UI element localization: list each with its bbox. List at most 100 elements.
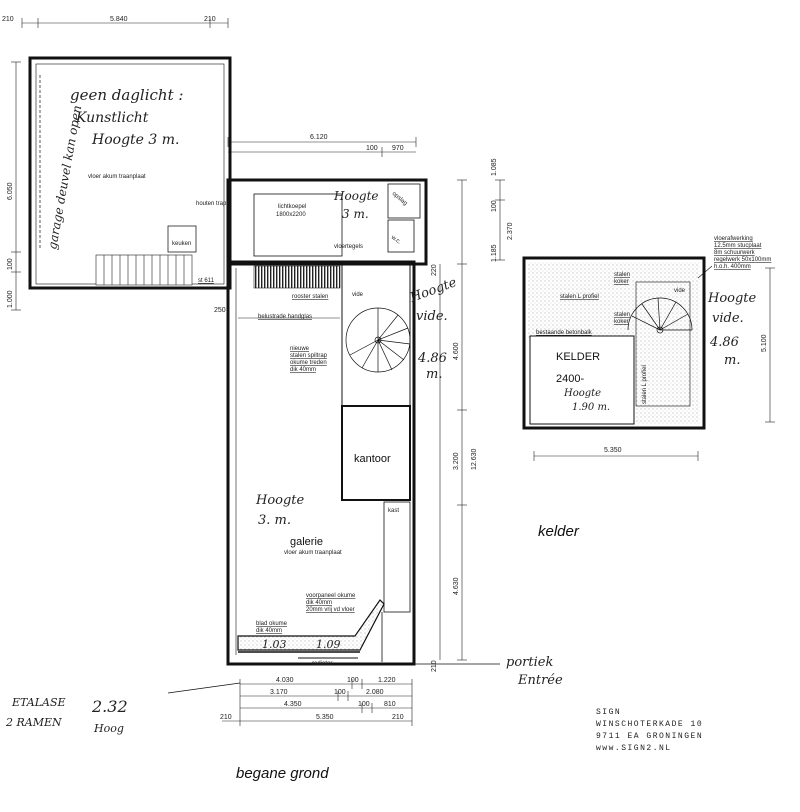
hand-vitrine-1: 1.03 (262, 638, 287, 651)
main-shop-walls (226, 260, 416, 666)
dim-r-4600: 4.600 (453, 342, 460, 360)
label-vloertegels: vloertegels (334, 244, 363, 250)
label-garage-floor: vloer akum traanplaat (88, 174, 146, 180)
label-stalen-l-profiel: stalen L profiel (560, 294, 599, 300)
dim-top-right: 210 (204, 16, 216, 23)
cellar-stair-box (635, 281, 691, 407)
label-voorpaneel-3: 20mm vrij vd vloer (306, 607, 355, 613)
dimension-6120 (227, 137, 417, 157)
label-blad-okume-2: dik 40mm (256, 628, 282, 634)
dim-top-left: 210 (2, 16, 14, 23)
dim-b3-4350: 4.350 (284, 701, 302, 708)
label-okume-treden: okume treden (290, 360, 327, 366)
kantoor-room (341, 405, 411, 501)
label-st611: st 611 (198, 278, 215, 284)
hand-cellar-vide-4: m. (724, 353, 740, 368)
dim-b2-2080: 2.080 (366, 689, 384, 696)
dim-r-4630: 4.630 (453, 577, 460, 595)
hand-portiek-1: portiek (506, 655, 553, 670)
dimension-bottom (222, 679, 413, 726)
dim-b1-4030: 4.030 (276, 677, 294, 684)
label-vloerafwerking-2: 12.5mm stucplaat (714, 243, 762, 249)
dim-cellar-5100: 5.100 (761, 334, 768, 352)
cellar-leader (697, 265, 713, 279)
label-radiator: radiator (312, 661, 332, 667)
hand-vide-4: m. (426, 367, 442, 382)
hand-etalage-hoog: Hoog (93, 722, 124, 735)
label-opslag: opslag (391, 191, 408, 207)
kast-box (383, 501, 411, 613)
rooster-grille (253, 265, 341, 289)
label-houten-trap: houten trap (196, 201, 227, 207)
hand-vide-2: vide. (416, 309, 448, 324)
dim-b2-3170: 3.170 (270, 689, 288, 696)
dim-left-100: 100 (7, 258, 14, 270)
company-line-4: www.SIGN2.NL (596, 744, 672, 753)
label-voorpaneel-2: dik 40mm (306, 600, 332, 606)
dim-b3-810: 810 (384, 701, 396, 708)
etalage-pointer (167, 682, 241, 694)
dim-left-1000: 1.000 (7, 290, 14, 308)
label-stalen-koker-3: stalen (614, 312, 630, 318)
cellar-spiral-stair (627, 297, 693, 334)
label-stalen-koker-1: stalen (614, 272, 630, 278)
middle-upper-walls (226, 178, 428, 266)
dim-left-6050: 6.050 (7, 182, 14, 200)
dim-970: 970 (392, 145, 404, 152)
label-kelder: KELDER (556, 351, 600, 363)
hand-daglicht-1: geen daglicht : (70, 86, 183, 104)
dim-r-220: 220 (431, 264, 438, 276)
company-line-2: WINSCHOTERKADE 10 (596, 720, 703, 729)
cellar-room-inner (529, 335, 635, 425)
dim-b2-100: 100 (334, 689, 346, 696)
label-lichtkoepel-size: 1800x2200 (276, 212, 306, 218)
label-bestaande-betonbalk: bestaande betonbalk (536, 330, 593, 336)
hand-cellar-hoogte-1: Hoogte (563, 388, 601, 399)
dim-b1-1220: 1.220 (378, 677, 396, 684)
hand-etalage-val: 2.32 (91, 697, 128, 716)
label-stalen-l-profiel-v: stalen L profiel (642, 365, 648, 404)
label-voorpaneel-1: voorpaneel okume (306, 593, 356, 599)
label-vloerafwerking-4: regelwerk 50x100mm (714, 257, 771, 263)
label-keuken: keuken (172, 241, 191, 247)
hand-portiek-2: Entrée (517, 673, 563, 688)
hand-hoogte-galerie-1: Hoogte (255, 493, 305, 508)
garage-stair (95, 254, 193, 286)
hand-cellar-vide-2: vide. (712, 311, 744, 326)
dim-100-a: 100 (366, 145, 378, 152)
label-stalen-koker-4: koker (614, 319, 629, 325)
label-vloerafwerking-5: h.o.h. 400mm (714, 264, 751, 270)
hand-hoogte-galerie-2: 3. m. (258, 513, 291, 528)
label-belustrade: belustrade handglas (258, 314, 312, 320)
dim-r-1185: 1.185 (491, 244, 498, 262)
label-galerie: galerie (290, 536, 323, 548)
label-kantoor: kantoor (354, 453, 391, 465)
hand-cellar-vide-3: 4.86 (709, 335, 739, 350)
dim-cellar-5350: 5.350 (604, 447, 622, 454)
hand-daglicht-3: Hoogte 3 m. (91, 132, 179, 148)
cellar-walls (522, 256, 706, 430)
dim-b1-100: 100 (347, 677, 359, 684)
label-dik-40mm: dik 40mm (290, 367, 316, 373)
label-rooster: rooster stalen (292, 294, 328, 300)
cellar-floor-hatch-right (636, 262, 700, 424)
label-spiltrap: stalen spiltrap (290, 353, 328, 359)
vide-region (341, 261, 411, 407)
hand-etalage-2: 2 RAMEN (5, 716, 62, 729)
label-blad-okume-1: blad okume (256, 621, 288, 627)
dim-b3-100: 100 (358, 701, 370, 708)
title-kelder: kelder (538, 523, 580, 540)
dim-r-12630: 12.630 (471, 448, 478, 470)
label-kast: kast (388, 508, 399, 514)
label-lichtkoepel: lichtkoepel (278, 204, 306, 210)
label-stalen-koker-2: koker (614, 279, 629, 285)
dim-r-100: 100 (491, 200, 498, 212)
hand-daglicht-2: Kunstlicht (75, 110, 149, 126)
dimension-top (21, 18, 229, 28)
dim-b4-210a: 210 (220, 714, 232, 721)
dim-r-2370: 2.370 (507, 222, 514, 240)
dim-r-3200: 3.200 (453, 452, 460, 470)
dim-r-210: 210 (431, 660, 438, 672)
hand-garage-side: garage deuvel kan open (45, 104, 84, 250)
